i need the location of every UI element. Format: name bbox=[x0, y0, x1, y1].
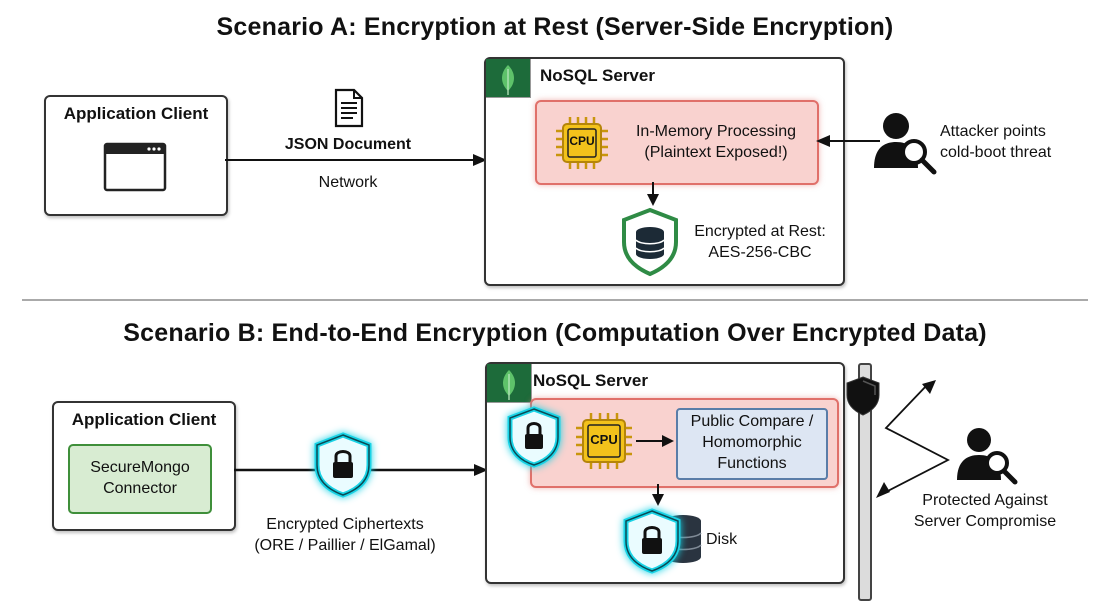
cpu-chip-icon-b bbox=[576, 413, 632, 469]
scenario-b-title: Scenario B: End-to-End Encryption (Compu… bbox=[123, 319, 987, 347]
application-client-a-label: Application Client bbox=[63, 104, 209, 123]
application-client-b-label: Application Client bbox=[71, 410, 217, 429]
browser-window-icon bbox=[103, 142, 167, 192]
barrier-shield-icon bbox=[846, 376, 880, 416]
protection-barrier bbox=[858, 363, 872, 601]
json-document-label: JSON Document bbox=[284, 136, 412, 153]
attacker-line2: cold-boot threat bbox=[940, 144, 1052, 161]
nosql-server-b-label: NoSQL Server bbox=[533, 371, 648, 390]
encrypted-lock-shield-icon-disk bbox=[623, 508, 681, 574]
encrypted-lock-shield-icon-channel bbox=[314, 432, 372, 498]
attacker-line1: Attacker points bbox=[940, 123, 1046, 140]
connector-line1: SecureMongo bbox=[90, 459, 190, 476]
processing-line2: (Plaintext Exposed!) bbox=[644, 144, 788, 161]
nosql-server-a-label: NoSQL Server bbox=[540, 66, 655, 85]
network-label: Network bbox=[318, 174, 378, 191]
scenario-divider bbox=[22, 299, 1088, 301]
leaf-icon bbox=[502, 65, 514, 95]
server-a-logo-tile bbox=[486, 59, 531, 98]
cpu-to-functions-arrow bbox=[636, 435, 674, 447]
attacker-icon bbox=[874, 113, 937, 175]
cpu-chip-icon-a bbox=[556, 117, 608, 169]
deflected-attack-arrow bbox=[876, 380, 950, 498]
securemongo-connector bbox=[68, 444, 212, 514]
cpu-label-b: CPU bbox=[590, 432, 618, 447]
connector-line2: Connector bbox=[103, 480, 177, 497]
functions-line2: Homomorphic bbox=[702, 434, 802, 451]
storage-line2: AES-256-CBC bbox=[708, 244, 812, 261]
encrypted-lock-shield-icon-server bbox=[507, 406, 561, 468]
storage-line1: Encrypted at Rest: bbox=[694, 223, 826, 240]
functions-line3: Functions bbox=[717, 455, 787, 472]
protected-line1: Protected Against bbox=[922, 492, 1048, 509]
down-arrow-b bbox=[652, 484, 664, 506]
disk-label: Disk bbox=[706, 531, 738, 548]
encrypted-database-shield-icon bbox=[622, 207, 678, 277]
ciphertext-line2: (ORE / Paillier / ElGamal) bbox=[254, 537, 436, 554]
leaf-icon bbox=[503, 370, 515, 400]
network-arrow-a bbox=[225, 154, 487, 166]
functions-line1: Public Compare / bbox=[690, 413, 814, 430]
scenario-a-title: Scenario A: Encryption at Rest (Server-S… bbox=[216, 13, 894, 41]
attacker-icon-b bbox=[957, 428, 1018, 485]
down-arrow-a bbox=[647, 182, 659, 206]
cpu-label-a: CPU bbox=[569, 134, 595, 148]
server-b-logo-tile bbox=[487, 364, 532, 403]
protected-line2: Server Compromise bbox=[913, 513, 1057, 530]
ciphertext-line1: Encrypted Ciphertexts bbox=[266, 516, 424, 533]
homomorphic-functions-box bbox=[676, 408, 828, 480]
processing-line1: In-Memory Processing bbox=[635, 123, 797, 140]
attack-arrow-a bbox=[816, 135, 880, 147]
document-icon bbox=[334, 88, 364, 128]
